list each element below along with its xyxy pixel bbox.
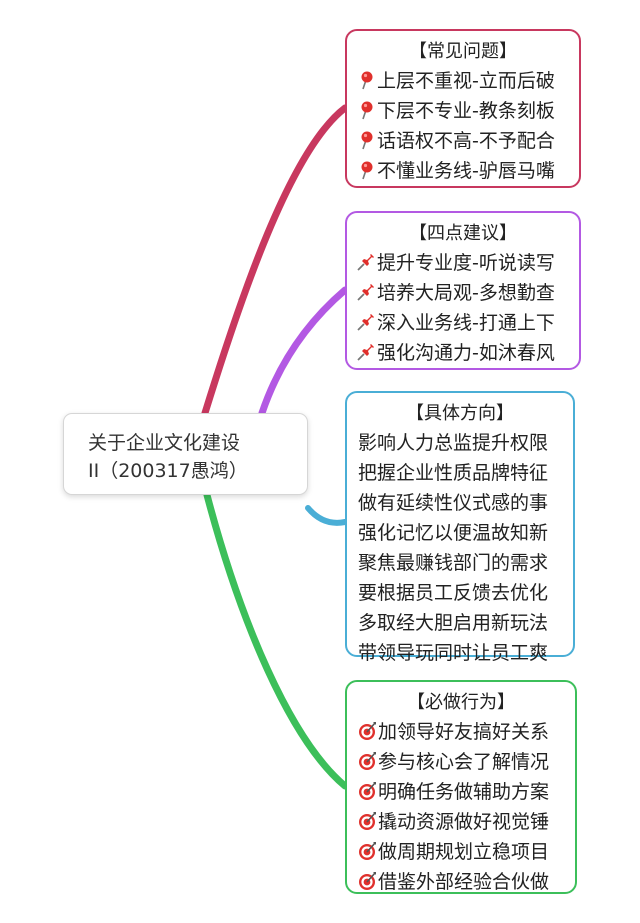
action-text: 借鉴外部经验合伙做 <box>378 871 550 893</box>
list-item: 做有延续性仪式感的事 <box>358 492 549 514</box>
list-item: 明确任务做辅助方案 <box>347 777 575 807</box>
list-item: 加领导好友搞好关系 <box>347 717 575 747</box>
target-icon <box>359 752 376 770</box>
problems-title: 【常见问题】 <box>409 41 517 62</box>
pin-icon <box>361 161 373 180</box>
problem-text: 不懂业务线-驴唇马嘴 <box>377 160 555 182</box>
branch-line-directions <box>305 505 348 526</box>
list-item: 不懂业务线-驴唇马嘴 <box>347 156 579 186</box>
list-item: 做周期规划立稳项目 <box>347 837 575 867</box>
action-text: 加领导好友搞好关系 <box>378 721 550 743</box>
pushpin-icon <box>357 254 374 271</box>
list-item: 上层不重视-立而后破 <box>347 66 579 96</box>
central-topic-line2: II（200317愚鸿） <box>88 460 248 482</box>
central-topic-line1: 关于企业文化建设 <box>88 432 241 454</box>
list-item: 下层不专业-教条刻板 <box>347 96 579 126</box>
list-item: 撬动资源做好视觉锤 <box>347 807 575 837</box>
actions-box[interactable]: 【必做行为】 加领导好友搞好关系 参与核心会了解情况 明确任务做辅助方案 撬动资… <box>345 680 577 894</box>
actions-title: 【必做行为】 <box>407 692 515 713</box>
target-icon <box>359 812 376 830</box>
suggestion-text: 强化沟通力-如沐春风 <box>377 342 555 364</box>
directions-box[interactable]: 【具体方向】 影响人力总监提升权限 把握企业性质品牌特征 做有延续性仪式感的事 … <box>345 391 575 664</box>
list-item: 深入业务线-打通上下 <box>347 308 579 338</box>
directions-title: 【具体方向】 <box>406 403 514 424</box>
problem-text: 下层不专业-教条刻板 <box>377 100 555 122</box>
list-item: 聚焦最赚钱部门的需求 <box>358 552 549 574</box>
central-topic[interactable]: 关于企业文化建设 II（200317愚鸿） <box>63 413 308 495</box>
problem-text: 上层不重视-立而后破 <box>377 70 555 92</box>
pushpin-icon <box>357 314 374 331</box>
action-text: 撬动资源做好视觉锤 <box>378 811 550 833</box>
list-item: 培养大局观-多想勤查 <box>347 278 579 308</box>
list-item: 带领导玩同时让员工爽 <box>358 642 549 664</box>
list-item: 把握企业性质品牌特征 <box>358 462 549 484</box>
problems-box[interactable]: 【常见问题】 上层不重视-立而后破 下层不专业-教条刻板 话语权不高-不予配合 … <box>345 29 581 188</box>
pin-icon <box>361 131 373 150</box>
target-icon <box>359 872 376 890</box>
list-item: 影响人力总监提升权限 <box>358 432 549 454</box>
pin-icon <box>361 101 373 120</box>
branch-line-suggestions <box>258 286 349 417</box>
list-item: 多取经大胆启用新玩法 <box>358 612 549 634</box>
target-icon <box>359 722 376 740</box>
list-item: 借鉴外部经验合伙做 <box>347 867 575 897</box>
list-item: 话语权不高-不予配合 <box>347 126 579 156</box>
branch-line-actions <box>203 491 349 790</box>
list-item: 强化沟通力-如沐春风 <box>347 338 579 368</box>
action-text: 参与核心会了解情况 <box>378 751 550 773</box>
pin-icon <box>361 71 373 90</box>
pushpin-icon <box>357 284 374 301</box>
pushpin-icon <box>357 344 374 361</box>
problem-text: 话语权不高-不予配合 <box>377 130 555 152</box>
suggestion-text: 深入业务线-打通上下 <box>377 312 555 334</box>
target-icon <box>359 842 376 860</box>
target-icon <box>359 782 376 800</box>
action-text: 明确任务做辅助方案 <box>378 781 550 803</box>
suggestions-title: 【四点建议】 <box>409 223 517 244</box>
list-item: 参与核心会了解情况 <box>347 747 575 777</box>
list-item: 提升专业度-听说读写 <box>347 248 579 278</box>
action-text: 做周期规划立稳项目 <box>378 841 550 863</box>
suggestions-box[interactable]: 【四点建议】 提升专业度-听说读写 培养大局观-多想勤查 深入业务线-打通上下 … <box>345 211 581 370</box>
list-item: 强化记忆以便温故知新 <box>358 522 549 544</box>
branch-line-problems <box>201 104 349 417</box>
suggestion-text: 培养大局观-多想勤查 <box>377 282 555 304</box>
list-item: 要根据员工反馈去优化 <box>358 582 549 604</box>
suggestion-text: 提升专业度-听说读写 <box>377 252 555 274</box>
